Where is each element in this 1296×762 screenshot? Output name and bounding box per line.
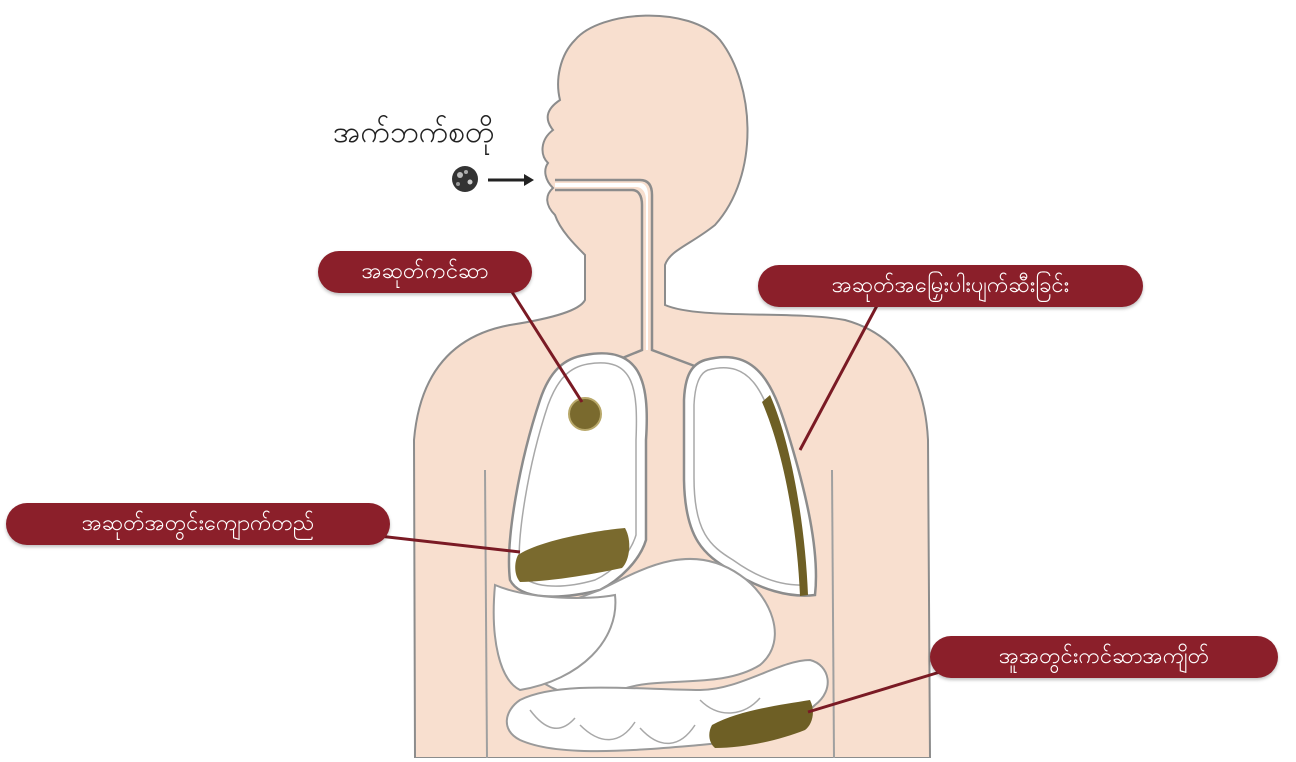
fiber-particle-icon bbox=[452, 166, 478, 192]
callout-lung-cancer: အဆုတ်ကင်ဆာ bbox=[318, 251, 532, 293]
callout-asbestosis: အဆုတ်အတွင်းကျောက်တည် bbox=[6, 503, 390, 545]
callout-pleural-damage: အဆုတ်အမြှေးပါးပျက်ဆီးခြင်း bbox=[758, 265, 1143, 307]
asbestos-intake-label: အက်ဘက်စတို bbox=[333, 112, 494, 157]
lung-tumor bbox=[569, 398, 601, 430]
callout-bowel-cancer: အူအတွင်းကင်ဆာအကျိတ် bbox=[930, 636, 1278, 678]
arrow-right-icon bbox=[488, 174, 534, 186]
